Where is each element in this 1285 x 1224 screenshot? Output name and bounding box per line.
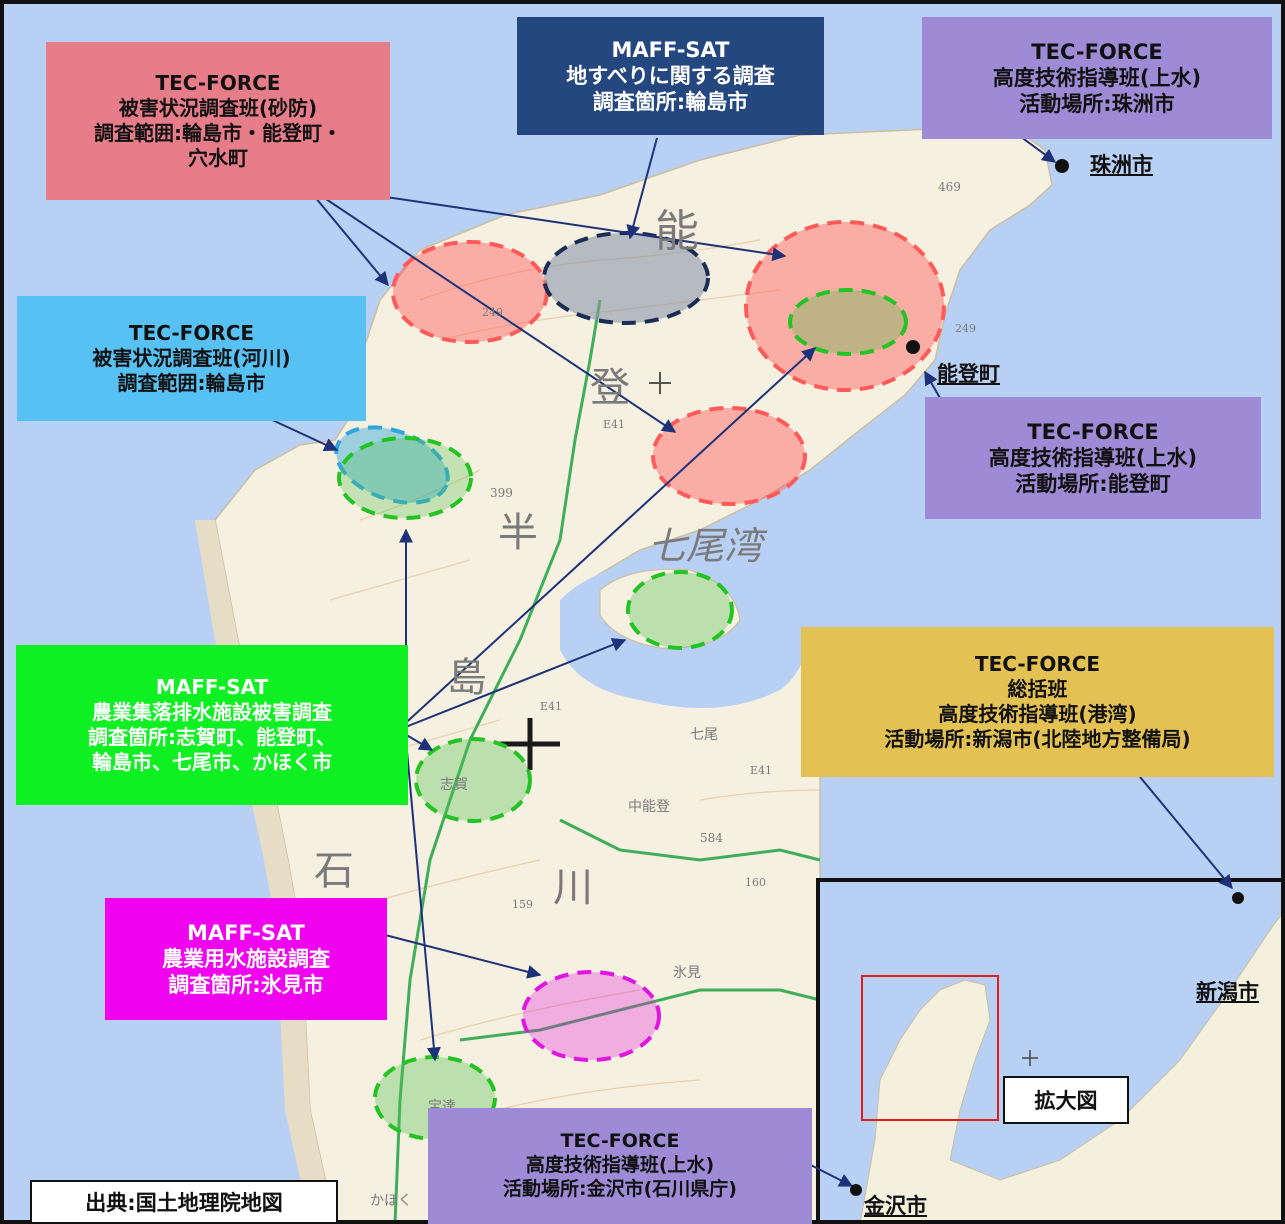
- map-label-nanao-bay: 七尾湾: [648, 524, 763, 568]
- suzu-water-team: TEC-FORCE: [1031, 39, 1163, 64]
- sabo-team: TEC-FORCE: [155, 71, 281, 95]
- survey-zones: [334, 220, 946, 1141]
- map-label-kahoku: かほく: [370, 1193, 412, 1209]
- map-label-route-e41a: E41: [603, 418, 626, 431]
- sabo-zone-west: [391, 240, 549, 344]
- general-unit-2: 高度技術指導班(港湾): [938, 702, 1137, 726]
- map-label-peak-584: 584: [700, 831, 723, 845]
- kanazawa-water-place: 活動場所:金沢市(石川県庁): [503, 1177, 737, 1200]
- map-label-to-char: 登: [590, 365, 630, 411]
- sabo-survey-callout: TEC-FORCE 被害状況調査班(砂防) 調査範囲:輪島市・能登町・ 穴水町: [46, 42, 390, 200]
- landslide-unit: 地すべりに関する調査: [566, 63, 775, 88]
- kanazawa-dot: [850, 1184, 862, 1196]
- inset-zoom-label: 拡大図: [1003, 1076, 1129, 1124]
- map-source-credit: 出典:国土地理院地図: [30, 1180, 338, 1224]
- river-area: 調査範囲:輪島市: [117, 371, 266, 395]
- drainage-survey-callout: MAFF-SAT 農業集落排水施設被害調査 調査箇所:志賀町、能登町、 輪島市、…: [16, 645, 408, 805]
- irrigation-team: MAFF-SAT: [187, 920, 305, 945]
- noto-water-place: 活動場所:能登町: [1015, 472, 1171, 497]
- city-label-noto: 能登町: [937, 362, 1000, 386]
- irrigation-unit: 農業用水施設調査: [162, 946, 330, 971]
- map-label-route-249b: 249: [955, 322, 976, 335]
- drainage-sites-1: 調査箇所:志賀町、能登町、: [88, 725, 336, 749]
- suzu-water-callout: TEC-FORCE 高度技術指導班(上水) 活動場所:珠洲市: [922, 17, 1272, 139]
- map-label-route-160: 160: [745, 876, 766, 889]
- suzu-water-unit: 高度技術指導班(上水): [992, 65, 1202, 90]
- drainage-unit: 農業集落排水施設被害調査: [92, 700, 332, 724]
- noto-water-team: TEC-FORCE: [1027, 419, 1159, 444]
- irrigation-site: 調査箇所:氷見市: [168, 973, 324, 998]
- kanazawa-water-unit: 高度技術指導班(上水): [525, 1154, 715, 1177]
- drainage-sites-2: 輪島市、七尾市、かほく市: [92, 750, 332, 774]
- map-label-nakanoto: 中能登: [628, 799, 670, 815]
- niigata-dot: [1232, 892, 1244, 904]
- map-label-noto-char: 能: [655, 206, 699, 257]
- map-label-kawa-char: 川: [553, 865, 593, 911]
- general-unit-1: 総括班: [1007, 677, 1068, 701]
- map-label-himi: 氷見: [673, 965, 701, 981]
- map-label-shima-char: 島: [447, 655, 487, 701]
- drainage-zone-wajima: [337, 436, 473, 520]
- drainage-zone-noto: [788, 288, 908, 356]
- drainage-zone-nanao: [626, 570, 734, 650]
- kanazawa-water-callout: TEC-FORCE 高度技術指導班(上水) 活動場所:金沢市(石川県庁): [428, 1108, 812, 1224]
- map-label-han-char: 半: [498, 510, 538, 556]
- center-crosshair: [500, 718, 560, 770]
- city-label-suzu: 珠洲市: [1090, 153, 1153, 177]
- inset-map: [816, 878, 1285, 1224]
- noto-water-callout: TEC-FORCE 高度技術指導班(上水) 活動場所:能登町: [925, 397, 1261, 519]
- river-unit: 被害状況調査班(河川): [92, 346, 291, 370]
- map-label-ishi-char: 石: [314, 848, 354, 894]
- map-label-route-e41b: E41: [540, 700, 563, 713]
- irrigation-survey-callout: MAFF-SAT 農業用水施設調査 調査箇所:氷見市: [105, 898, 387, 1020]
- landslide-survey-callout: MAFF-SAT 地すべりに関する調査 調査箇所:輪島市: [517, 17, 824, 135]
- general-team-callout: TEC-FORCE 総括班 高度技術指導班(港湾) 活動場所:新潟市(北陸地方整…: [801, 627, 1274, 777]
- sabo-area-1: 調査範囲:輪島市・能登町・: [94, 121, 342, 145]
- map-label-route-249a: 249: [482, 306, 503, 319]
- drainage-zone-shika: [414, 737, 532, 823]
- sabo-zone-east: [744, 220, 946, 392]
- map-label-shika: 志賀: [440, 777, 468, 793]
- suzu-dot: [1055, 159, 1069, 173]
- sabo-zone-south: [651, 406, 807, 506]
- city-label-niigata: 新潟市: [1196, 980, 1259, 1004]
- city-label-kanazawa: 金沢市: [864, 1194, 927, 1218]
- landslide-team: MAFF-SAT: [611, 37, 730, 62]
- map-label-nanao: 七尾: [690, 727, 718, 743]
- suzu-water-place: 活動場所:珠洲市: [1019, 92, 1175, 117]
- map-label-peak-469: 469: [938, 180, 961, 194]
- kanazawa-water-team: TEC-FORCE: [560, 1130, 680, 1153]
- river-survey-callout: TEC-FORCE 被害状況調査班(河川) 調査範囲:輪島市: [17, 296, 366, 421]
- map-label-peak-399: 399: [490, 486, 513, 500]
- small-crosshair: [649, 372, 671, 394]
- general-place: 活動場所:新潟市(北陸地方整備局): [884, 727, 1191, 751]
- map-label-route-159: 159: [512, 898, 533, 911]
- inset-zoom-frame: [861, 975, 999, 1121]
- noto-dot: [906, 340, 920, 354]
- sabo-unit: 被害状況調査班(砂防): [118, 96, 318, 120]
- general-team: TEC-FORCE: [974, 652, 1101, 676]
- noto-water-unit: 高度技術指導班(上水): [988, 445, 1198, 470]
- drainage-team: MAFF-SAT: [155, 675, 269, 699]
- sabo-area-2: 穴水町: [188, 146, 248, 170]
- river-team: TEC-FORCE: [128, 321, 255, 345]
- irrigation-zone: [521, 970, 661, 1062]
- landslide-site: 調査箇所:輪島市: [592, 90, 749, 115]
- map-label-route-e41c: E41: [750, 764, 773, 777]
